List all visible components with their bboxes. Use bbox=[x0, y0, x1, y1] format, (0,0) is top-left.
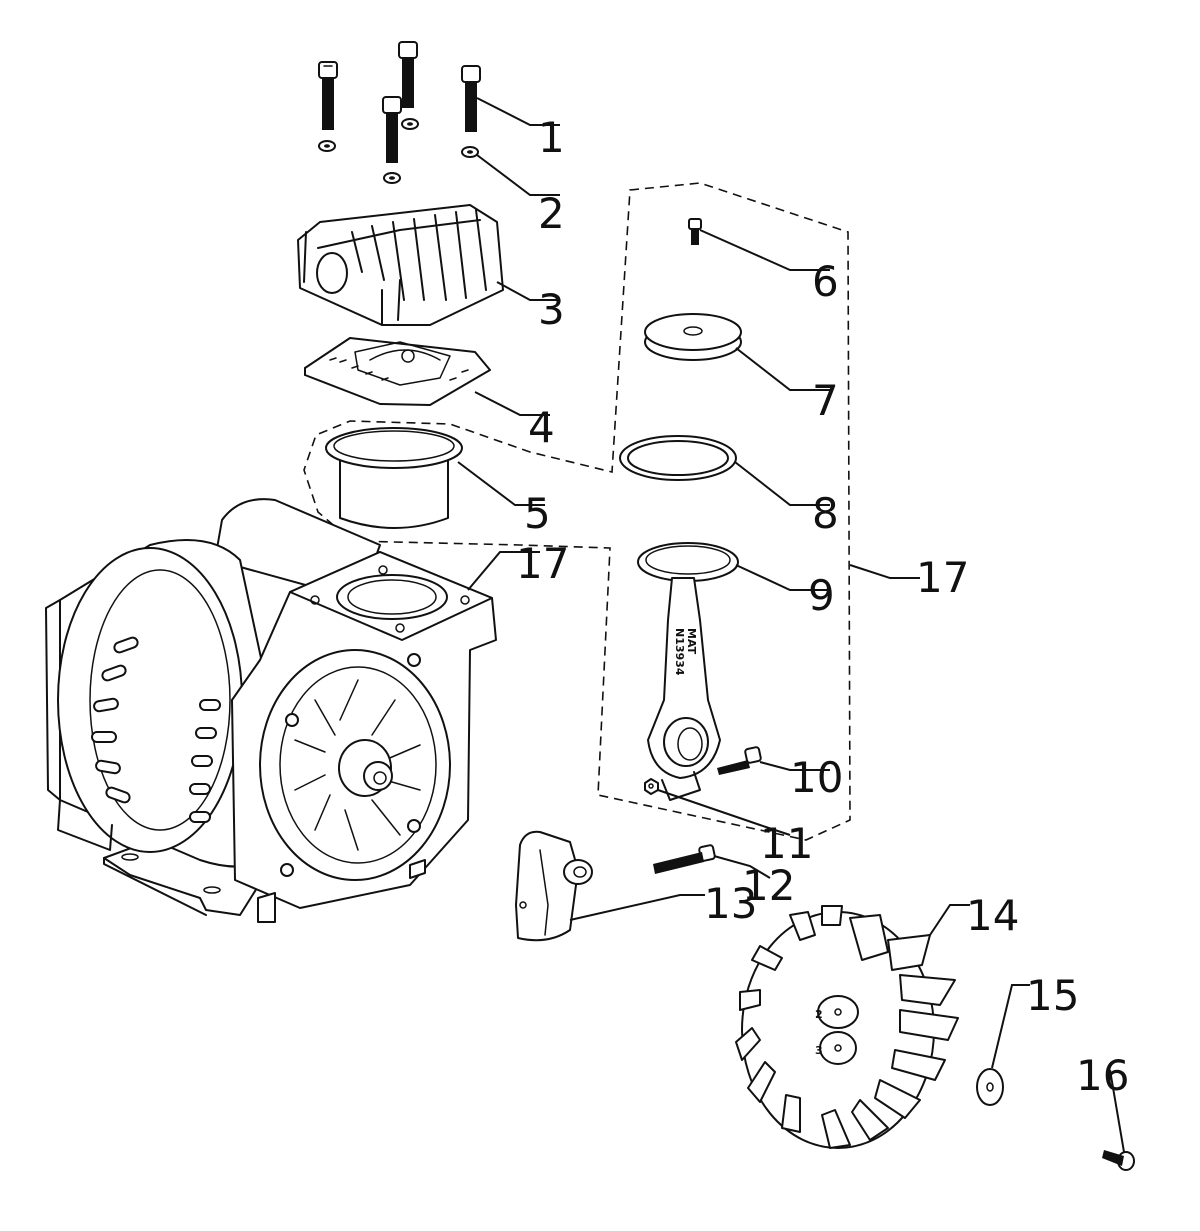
callout-14: 14 bbox=[966, 891, 1019, 940]
rod-marking-code: N13934 bbox=[673, 628, 686, 676]
callout-16: 16 bbox=[1076, 1051, 1129, 1100]
piston-retainer bbox=[644, 313, 742, 361]
cooling-fan: 2 3 bbox=[735, 905, 959, 1149]
callout-12: 12 bbox=[742, 861, 795, 910]
fan-blades bbox=[735, 905, 959, 1149]
fan-hub-mark-2: 2 bbox=[815, 1008, 823, 1021]
callout-10: 10 bbox=[790, 753, 843, 802]
callout-2: 2 bbox=[538, 189, 565, 238]
callout-1: 1 bbox=[538, 113, 565, 162]
callout-6: 6 bbox=[812, 257, 839, 306]
callout-8: 8 bbox=[812, 489, 839, 538]
callout-11: 11 bbox=[760, 819, 813, 868]
fan-screw bbox=[1102, 1150, 1135, 1171]
fan-hub-mark-3: 3 bbox=[815, 1044, 823, 1057]
callout-17-kit: 17 bbox=[916, 553, 969, 602]
head-bolts bbox=[318, 41, 481, 163]
leader-lines bbox=[457, 97, 1125, 1153]
motor-vent-slots bbox=[91, 636, 221, 823]
bolt-1b bbox=[398, 41, 418, 108]
rod-bolt bbox=[717, 746, 762, 775]
crankcase-ribs bbox=[294, 679, 421, 851]
rod-marking-mat: MAT bbox=[685, 628, 698, 655]
bolt-1a bbox=[318, 61, 338, 130]
piston-screw bbox=[688, 218, 702, 245]
cylinder-head bbox=[297, 204, 504, 326]
callout-5: 5 bbox=[524, 489, 551, 538]
bolt-1d bbox=[382, 96, 402, 163]
cylinder-sleeve bbox=[325, 427, 463, 529]
connecting-rod: MAT N13934 bbox=[637, 542, 739, 801]
fan-washer bbox=[976, 1068, 1004, 1106]
bolt-1c bbox=[461, 65, 481, 132]
motor-crankcase-assembly bbox=[45, 498, 497, 923]
piston-ring bbox=[619, 435, 737, 481]
callout-4: 4 bbox=[528, 403, 555, 452]
callout-17-crankcase: 17 bbox=[516, 539, 569, 588]
eccentric-counterweight bbox=[515, 830, 593, 942]
crank-bolt bbox=[653, 844, 716, 874]
washers bbox=[318, 118, 479, 184]
valve-plate bbox=[304, 337, 491, 406]
callout-15: 15 bbox=[1026, 971, 1079, 1020]
rod-nut bbox=[644, 778, 659, 795]
callout-7: 7 bbox=[812, 376, 839, 425]
callout-9: 9 bbox=[808, 571, 835, 620]
callout-3: 3 bbox=[538, 285, 565, 334]
callout-numbers: 1 2 3 4 5 6 7 8 9 10 11 12 13 14 15 16 1… bbox=[516, 113, 1129, 1100]
callout-13: 13 bbox=[704, 879, 757, 928]
